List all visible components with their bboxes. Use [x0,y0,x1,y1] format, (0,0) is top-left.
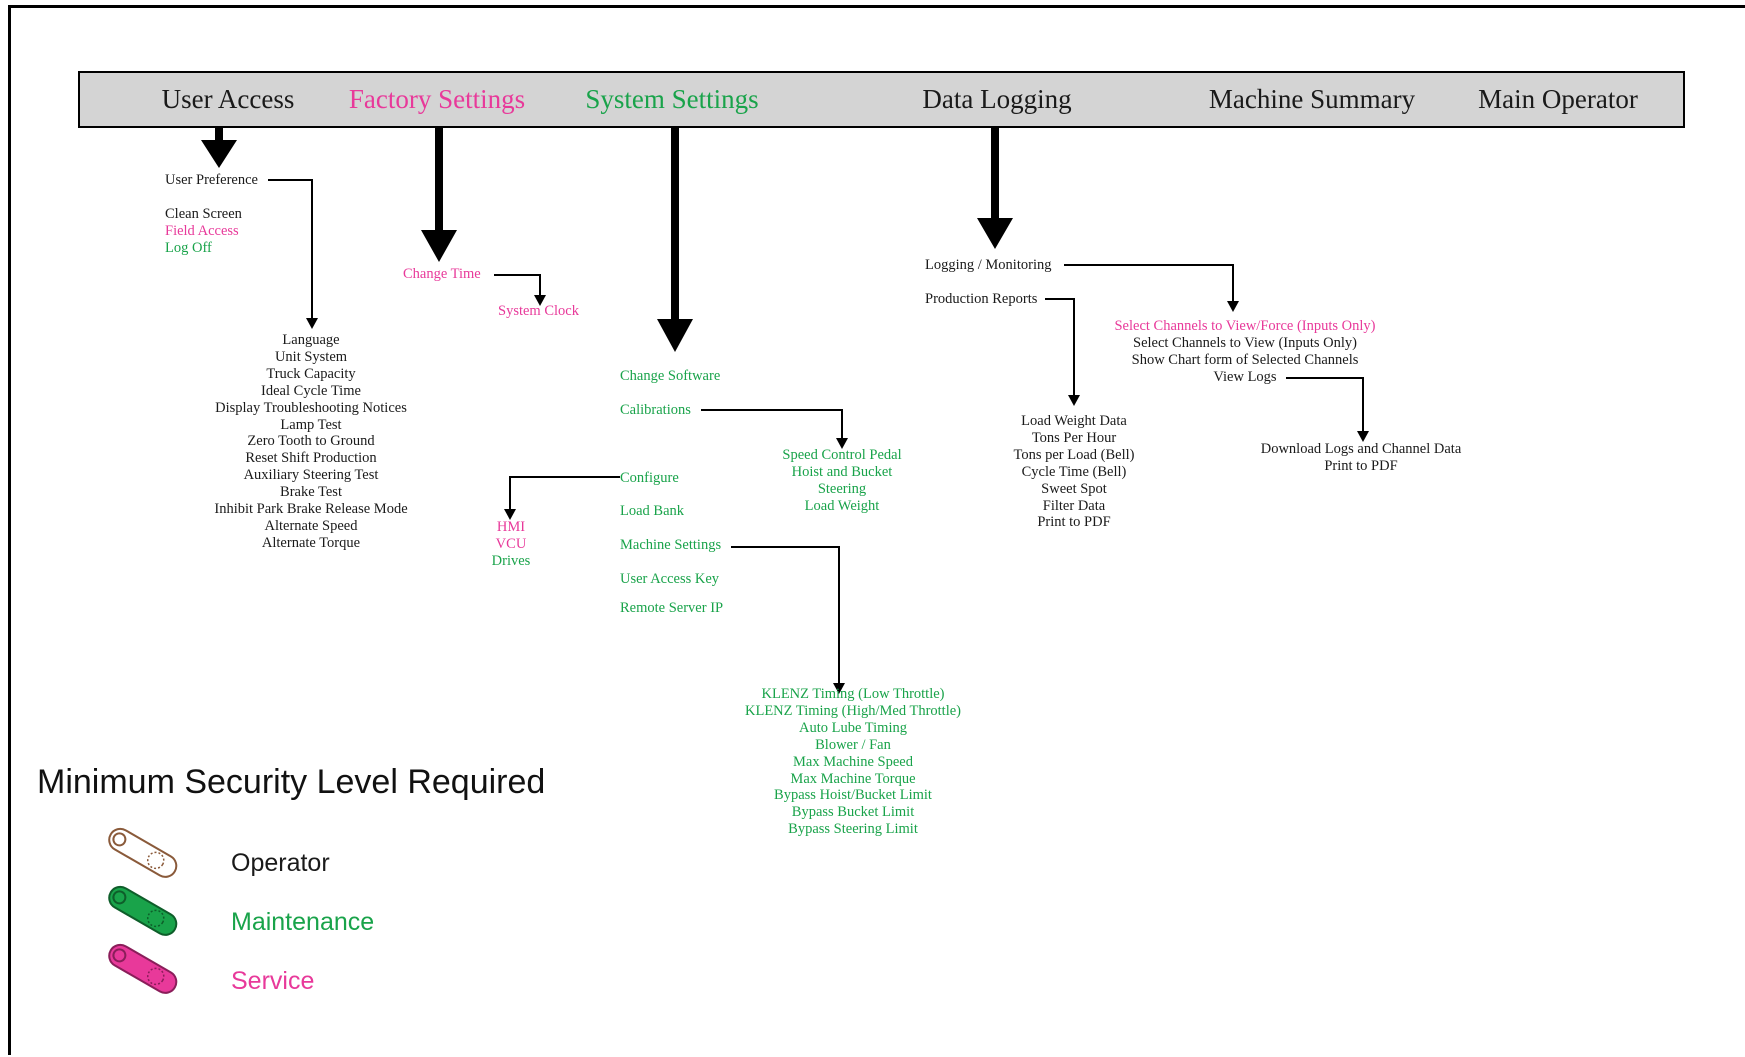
list-item: Zero Tooth to Ground [247,433,375,450]
machine-settings: Machine Settings [620,537,722,553]
menu-main-operator[interactable]: Main Operator [1478,84,1638,114]
view-logs-list: Download Logs and Channel Data Print to … [1261,441,1462,475]
field-access: Field Access [165,223,239,239]
list-item: Cycle Time (Bell) [1021,463,1127,480]
list-item: Alternate Torque [261,534,361,551]
user-preference: User Preference [165,172,258,188]
list-item: Auxiliary Steering Test [243,467,379,484]
line-user-preference [268,179,313,320]
list-item: HMI [496,519,526,535]
line-machine-settings [731,546,840,685]
list-item: Drives [491,552,531,569]
list-item: Tons per Load (Bell) [1013,446,1135,463]
list-item: View Logs [1213,368,1277,385]
list-item: Unit System [274,348,348,365]
change-software: Change Software [620,368,721,384]
configure: Configure [620,470,679,486]
list-item: Speed Control Pedal [782,447,902,463]
list-item: Display Troubleshooting Notices [215,399,407,416]
list-item: Bypass Bucket Limit [791,804,915,821]
list-item: Select Channels to View/Force (Inputs On… [1114,318,1376,334]
list-item: Print to PDF [1324,457,1398,474]
legend-maintenance: Maintenance [231,908,375,936]
arrow-data-logging [977,115,1013,249]
line-change-time [494,274,541,297]
list-item: Auto Lube Timing [799,719,907,736]
list-item: Truck Capacity [266,365,356,382]
arrow-user-access [201,128,237,168]
logging-monitoring: Logging / Monitoring [925,257,1052,273]
load-bank: Load Bank [620,503,685,519]
change-time: Change Time [403,266,481,282]
line-configure [509,476,620,511]
list-item: Sweet Spot [1041,480,1107,497]
list-item: VCU [495,535,527,552]
list-item: Ideal Cycle Time [261,382,361,399]
legend-operator: Operator [231,849,330,877]
list-item: Load Weight [804,497,880,514]
list-item: Bypass Steering Limit [788,821,918,838]
list-item: Steering [817,480,867,497]
main-menu-bar: User Access Factory Settings System Sett… [78,71,1685,128]
list-item: Brake Test [280,484,342,501]
machine-settings-list: KLENZ Timing (Low Throttle) KLENZ Timing… [745,686,961,838]
production-reports: Production Reports [925,291,1038,307]
clean-screen: Clean Screen [165,206,242,222]
list-item: Reset Shift Production [245,450,377,467]
list-item: Inhibit Park Brake Release Mode [214,501,408,518]
list-item: Show Chart form of Selected Channels [1131,351,1359,368]
line-production [1045,298,1075,397]
calibrations: Calibrations [620,402,691,418]
legend-title: Minimum Security Level Required [37,763,546,801]
system-clock: System Clock [498,303,579,319]
list-item: Tons Per Hour [1031,429,1117,446]
list-item: Print to PDF [1037,514,1111,531]
line-logging [1064,264,1234,303]
list-item: Load Weight Data [1021,413,1127,429]
list-item: Max Machine Torque [790,770,916,787]
maintenance-key-icon [108,885,178,936]
menu-factory-settings[interactable]: Factory Settings [348,84,526,114]
channel-options-list: Select Channels to View/Force (Inputs On… [1114,318,1375,386]
calibration-list: Speed Control Pedal Hoist and Bucket Ste… [782,447,901,515]
list-item: Max Machine Speed [793,753,913,770]
arrow-system-settings [657,115,693,352]
list-item: Blower / Fan [815,736,891,753]
log-off: Log Off [165,240,212,256]
line-view-logs [1286,377,1364,433]
service-key-icon [108,943,178,994]
list-item: Filter Data [1042,497,1106,514]
legend-service: Service [231,967,315,995]
list-item: Hoist and Bucket [791,463,893,480]
list-item: KLENZ Timing (High/Med Throttle) [744,702,962,719]
list-item: KLENZ Timing (Low Throttle) [761,686,945,702]
diagram-frame [8,5,1745,1055]
line-calibrations [701,409,843,440]
report-list: Load Weight Data Tons Per Hour Tons per … [1014,413,1135,531]
list-item: Language [282,332,340,348]
operator-key-icon [108,827,178,878]
list-item: Lamp Test [280,416,342,433]
user-access-key: User Access Key [620,571,720,587]
menu-data-logging[interactable]: Data Logging [922,84,1072,114]
menu-machine-summary[interactable]: Machine Summary [1208,84,1416,114]
remote-server-ip: Remote Server IP [620,600,724,616]
list-item: Download Logs and Channel Data [1260,441,1462,457]
menu-user-access[interactable]: User Access [161,84,295,114]
list-item: Bypass Hoist/Bucket Limit [774,787,932,804]
menu-system-settings[interactable]: System Settings [585,84,759,114]
configure-list: HMI VCU Drives [492,519,531,570]
arrow-factory-settings [421,128,457,262]
list-item: Select Channels to View (Inputs Only) [1133,334,1357,351]
user-preference-list: Language Unit System Truck Capacity Idea… [214,332,407,552]
list-item: Alternate Speed [264,517,358,534]
